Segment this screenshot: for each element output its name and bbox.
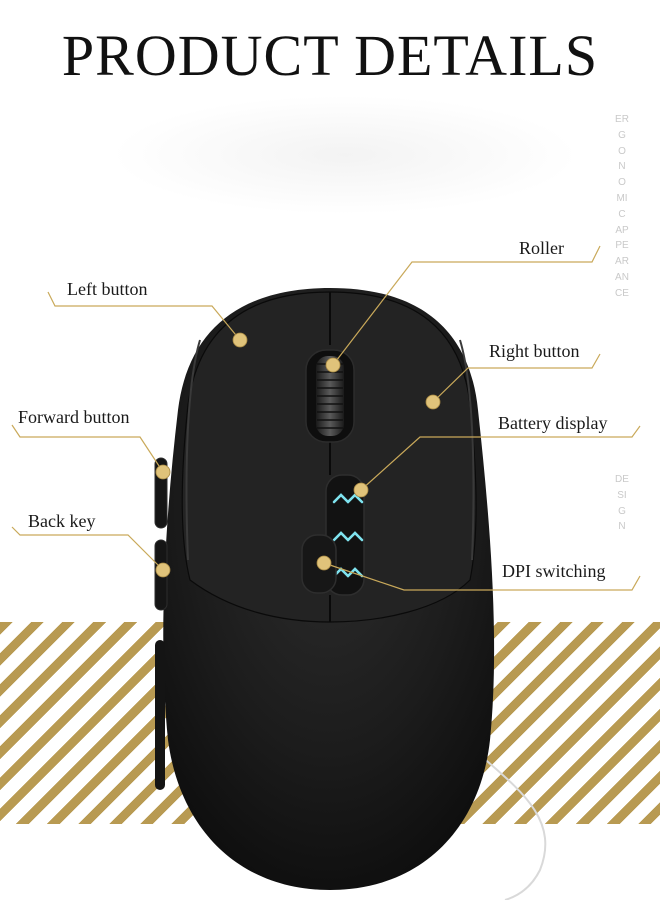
label-back-key: Back key: [28, 511, 96, 531]
panel-edge-right: [459, 339, 475, 561]
label-forward-button: Forward button: [18, 407, 130, 427]
label-left-button: Left button: [67, 279, 148, 299]
side-text-design: DESIGN: [615, 474, 629, 533]
roller-dot: [325, 357, 341, 373]
label-battery-display: Battery display: [498, 413, 608, 433]
panel-edge-left: [185, 339, 201, 561]
background-glow: [110, 95, 580, 215]
mouse-cable: [479, 754, 547, 900]
dpi-switching-dot: [316, 555, 332, 571]
left-button-dot: [232, 332, 248, 348]
right-button-dot: [425, 394, 441, 410]
label-right-button: Right button: [489, 341, 580, 361]
label-dpi-switching: DPI switching: [502, 561, 606, 581]
back-key-dot: [155, 562, 171, 578]
side-text-appearance: ERGONOMIC APPEARANCE: [615, 114, 629, 299]
callout-leader-lines: [11, 245, 641, 591]
battery-display-dot: [353, 482, 369, 498]
page-title: PRODUCT DETAILS: [61, 23, 599, 88]
label-roller: Roller: [519, 238, 564, 258]
forward-button-dot: [155, 464, 171, 480]
